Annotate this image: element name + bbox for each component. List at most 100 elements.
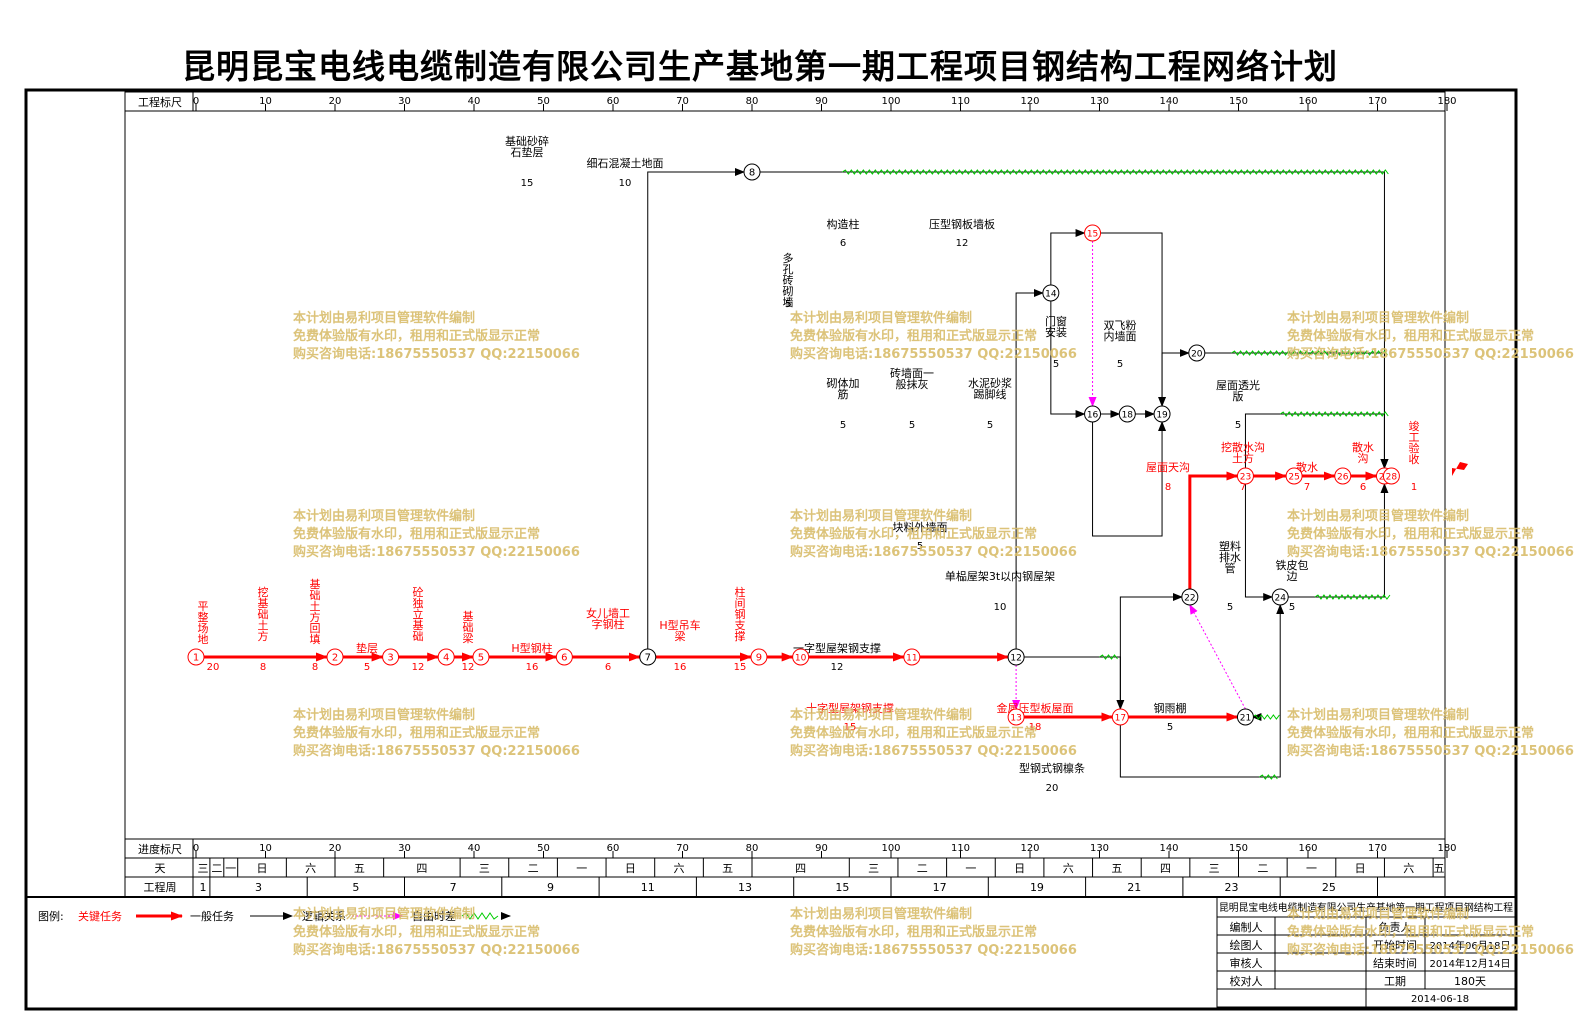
node-7 — [639, 648, 657, 666]
top-tick-label: 70 — [676, 96, 689, 107]
legend-float-wave — [461, 912, 499, 920]
watermark-text: 购买咨询电话:18675550537 QQ:22150066 — [293, 942, 580, 958]
task-duration: 7 — [1240, 482, 1246, 493]
watermark-text: 免费体验版有水印，租用和正式版显示正常 — [1287, 328, 1534, 344]
task-label: H型吊车梁 — [659, 618, 700, 643]
week-cell: 23 — [1225, 881, 1239, 894]
task-duration: 18 — [1029, 722, 1042, 733]
watermark-text: 本计划由易利项目管理软件编制 — [790, 906, 972, 922]
day-cell: 三 — [479, 862, 490, 875]
task-duration: 6 — [1360, 482, 1366, 493]
week-cell: 3 — [255, 881, 262, 894]
node-25 — [1285, 467, 1303, 485]
task-arrow-7-8 — [647, 168, 745, 649]
day-cell: 一 — [576, 862, 587, 875]
task-duration: 6 — [840, 238, 846, 249]
watermark-text: 本计划由易利项目管理软件编制 — [1287, 707, 1469, 723]
task-label: H型钢柱 — [511, 641, 552, 655]
task-duration: 12 — [831, 662, 844, 673]
bottom-tick-label: 100 — [881, 843, 900, 854]
node-label: 25 — [1288, 473, 1299, 483]
node-label: 4 — [443, 653, 449, 664]
task-arrow-24-27 — [1288, 483, 1389, 598]
day-cell: 三 — [1209, 862, 1220, 875]
info-row2-key: 绘图人 — [1230, 938, 1263, 952]
watermark-text: 购买咨询电话:18675550537 QQ:22150066 — [790, 942, 1077, 958]
node-9 — [750, 648, 768, 666]
week-cell: 11 — [641, 881, 655, 894]
node-23 — [1236, 467, 1254, 485]
node-label: 5 — [478, 653, 484, 664]
watermark-text: 购买咨询电话:18675550537 QQ:22150066 — [1287, 743, 1574, 759]
watermark-text: 免费体验版有水印，租用和正式版显示正常 — [790, 725, 1037, 741]
week-cell: 17 — [933, 881, 947, 894]
task-arrow-17-24 — [1119, 604, 1285, 778]
legend-critical-label: 关键任务 — [78, 909, 122, 923]
day-cell: 日 — [1014, 862, 1025, 875]
watermark-text: 免费体验版有水印，租用和正式版显示正常 — [790, 328, 1037, 344]
task-arrow-15-19 — [1100, 232, 1167, 407]
task-arrow-14-16 — [1050, 301, 1086, 418]
day-cell: 五 — [354, 862, 365, 875]
task-duration: 16 — [674, 662, 687, 673]
week-cell: 9 — [547, 881, 554, 894]
node-label: 6 — [561, 653, 567, 664]
task-duration: 8 — [312, 662, 318, 673]
top-tick-label: 140 — [1159, 96, 1178, 107]
task-duration: 5 — [840, 420, 846, 431]
node-3 — [382, 648, 400, 666]
task-label: 挖散水沟土方 — [1221, 440, 1265, 465]
top-tick-label: 100 — [881, 96, 900, 107]
watermark-text: 免费体验版有水印，租用和正式版显示正常 — [293, 328, 540, 344]
task-duration: 12 — [956, 238, 969, 249]
bottom-tick-label: 140 — [1159, 843, 1178, 854]
task-label: 垫层 — [356, 641, 378, 655]
top-tick-label: 50 — [537, 96, 550, 107]
node-11 — [903, 648, 921, 666]
watermark-text: 本计划由易利项目管理软件编制 — [1287, 310, 1469, 326]
bottom-tick-label: 50 — [537, 843, 550, 854]
free-float-wave — [1099, 654, 1118, 660]
bottom-tick-label: 150 — [1229, 843, 1248, 854]
bottom-tick-label: 110 — [951, 843, 970, 854]
node-26 — [1334, 467, 1352, 485]
task-label: 女儿墙工字钢柱 — [586, 606, 630, 631]
free-float-wave — [1259, 774, 1278, 780]
day-cell: 日 — [257, 862, 268, 875]
task-duration: 5 — [1167, 722, 1173, 733]
task-duration: 1 — [1411, 482, 1417, 493]
node-label: 21 — [1240, 714, 1251, 724]
top-tick-label: 150 — [1229, 96, 1248, 107]
task-label: 铁皮包边 — [1276, 559, 1309, 583]
day-cell: 五 — [1111, 862, 1122, 875]
node-2 — [326, 648, 344, 666]
day-cell: 二 — [917, 862, 928, 875]
day-cell: 五 — [1434, 862, 1445, 875]
watermark-text: 购买咨询电话:18675550537 QQ:22150066 — [790, 743, 1077, 759]
watermark-text: 购买咨询电话:18675550537 QQ:22150066 — [790, 346, 1077, 362]
day-cell: 四 — [1160, 862, 1171, 875]
top-tick-label: 130 — [1090, 96, 1109, 107]
legend-normal-label: 一般任务 — [190, 910, 234, 923]
watermark-text: 购买咨询电话:18675550537 QQ:22150066 — [293, 346, 580, 362]
finish-flag-icon — [1452, 462, 1468, 476]
top-tick-label: 180 — [1437, 96, 1456, 107]
task-label: 金属压型板屋面 — [997, 701, 1074, 715]
task-label: 砌体加筋 — [827, 376, 860, 401]
node-8 — [743, 163, 761, 181]
bottom-tick-label: 30 — [398, 843, 411, 854]
free-float-wave — [1252, 714, 1280, 720]
top-tick-label: 80 — [746, 96, 759, 107]
task-label: 挖基础土方 — [258, 585, 269, 643]
task-label: 基础砂碎石垫层 — [505, 134, 549, 159]
node-label: 3 — [387, 653, 393, 664]
task-label: 钢雨棚 — [1154, 701, 1187, 715]
legend-float-label: 自由时差 — [412, 909, 456, 923]
watermark-text: 本计划由易利项目管理软件编制 — [1287, 906, 1469, 922]
task-duration: 5 — [364, 662, 370, 673]
task-label: 十字型屋架钢支撑 — [806, 701, 894, 715]
task-label: 块料外墙面 — [893, 520, 948, 534]
watermark-text: 本计划由易利项目管理软件编制 — [790, 707, 972, 723]
week-cell: 13 — [738, 881, 752, 894]
